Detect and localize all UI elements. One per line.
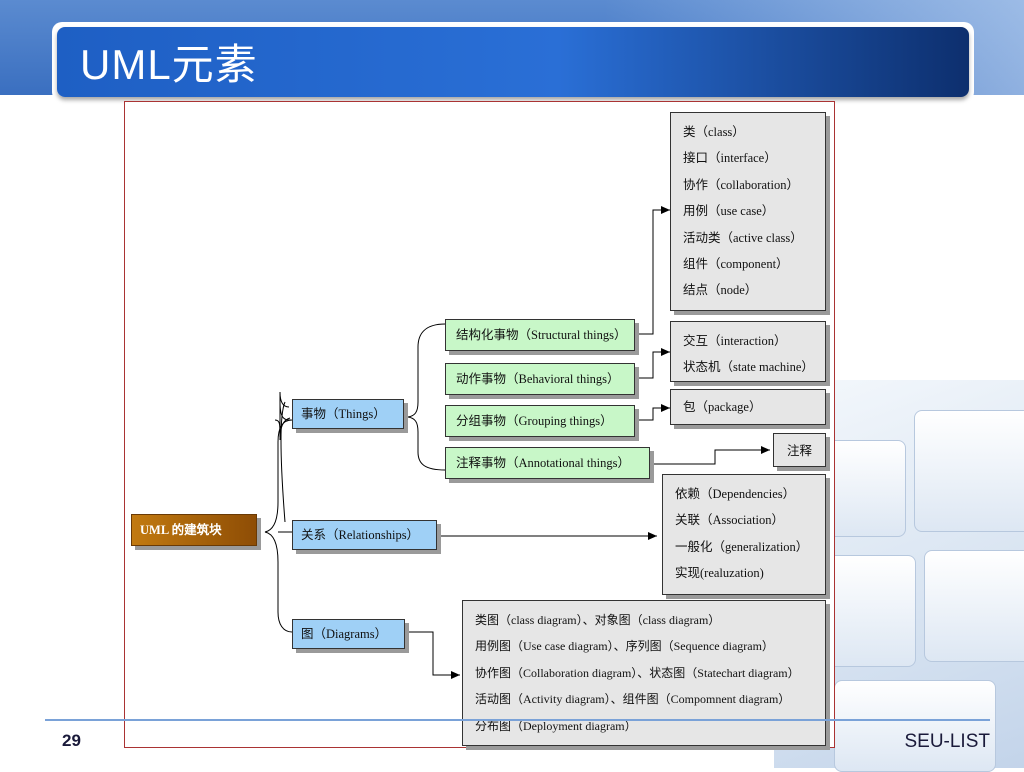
grouping-item: 包（package） (683, 400, 762, 414)
structural-item: 结点（node） (683, 283, 758, 298)
structural-item: 活动类（active class） (683, 230, 803, 245)
diagram-item: 类图（class diagram）、对象图（class diagram） (475, 613, 721, 627)
title-bar (57, 27, 969, 97)
grouping-things-node: 分组事物（Grouping things） (445, 405, 635, 437)
structural-things-node: 结构化事物（Structural things） (445, 319, 635, 351)
structural-item: 协作（collaboration） (683, 177, 799, 192)
diagram-item: 协作图（Collaboration diagram）、状态图（Statechar… (475, 665, 800, 680)
behavioral-items-box: 交互（interaction） 状态机（state machine） (670, 321, 826, 382)
behavioral-item: 状态机（state machine） (683, 360, 814, 375)
structural-items-box: 类（class） 接口（interface） 协作（collaboration）… (670, 112, 826, 311)
relationship-item: 依赖（Dependencies） (675, 487, 796, 501)
behavioral-item: 交互（interaction） (683, 334, 787, 348)
root-node: UML 的建筑块 (131, 514, 257, 546)
footer-label: SEU-LIST (904, 731, 990, 752)
annotational-things-node: 注释事物（Annotational things） (445, 447, 650, 479)
footer-divider (45, 719, 990, 721)
grouping-items-box: 包（package） (670, 389, 826, 425)
relationship-item: 一般化（generalization） (675, 539, 809, 554)
annotation-box: 注释 (773, 433, 826, 467)
connector-lines (264, 206, 770, 679)
uml-building-blocks-diagram: UML 的建筑块 事物（Things） 关系（Relationships） 图（… (124, 101, 835, 748)
structural-item: 类（class） (683, 125, 745, 139)
structural-item: 接口（interface） (683, 151, 777, 166)
relationship-items-box: 依赖（Dependencies） 关联（Association） 一般化（gen… (662, 474, 826, 595)
structural-item: 用例（use case） (683, 204, 775, 219)
relationship-item: 关联（Association） (675, 513, 785, 528)
relationship-item: 实现(realuzation) (675, 566, 764, 581)
page-title: UML元素 (80, 41, 258, 88)
things-node: 事物（Things） (292, 399, 404, 429)
relationships-node: 关系（Relationships） (292, 520, 437, 550)
diagram-item: 分布图（Deployment diagram） (475, 718, 637, 733)
diagram-item: 活动图（Activity diagram）、组件图（Compomnent dia… (475, 692, 791, 707)
diagrams-node: 图（Diagrams） (292, 619, 405, 649)
diagram-items-box: 类图（class diagram）、对象图（class diagram） 用例图… (462, 600, 826, 746)
behavioral-things-node: 动作事物（Behavioral things） (445, 363, 635, 395)
diagram-item: 用例图（Use case diagram）、序列图（Sequence diagr… (475, 639, 774, 654)
structural-item: 组件（component） (683, 257, 789, 272)
page-number: 29 (62, 731, 81, 750)
